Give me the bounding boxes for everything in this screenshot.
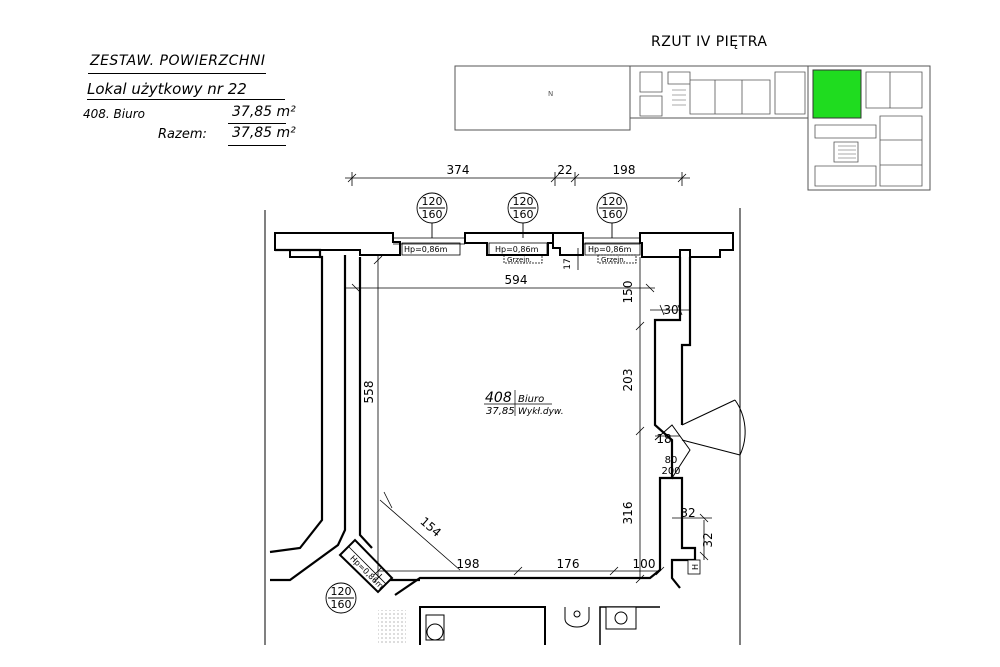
key-plan-wing-west <box>454 65 631 131</box>
dim-top-c: 198 <box>613 163 636 177</box>
window-2-bottom: 160 <box>513 208 534 221</box>
window-4-top: 120 <box>331 585 352 598</box>
window-2-top: 120 <box>513 195 534 208</box>
dim-bottom-c: 100 <box>633 557 656 571</box>
door <box>654 399 746 479</box>
total-label: Razem: <box>158 127 207 142</box>
dim-top-b: 22 <box>557 163 572 177</box>
dim-reveal-18: 18 <box>656 432 671 446</box>
unit-title: Lokal użytkowy nr 22 <box>87 80 247 98</box>
room-number: 408 <box>485 390 512 406</box>
dim-small-17: 17 <box>563 258 573 269</box>
heater-box-2 <box>503 254 543 264</box>
dimension-lines <box>345 172 712 584</box>
top-wall <box>274 232 734 258</box>
total-area-underline <box>228 145 286 146</box>
room-finish: Wykł.dyw. <box>518 407 564 417</box>
summary-title: ZESTAW. POWIERZCHNI <box>90 53 266 69</box>
summary-title-underline <box>88 73 266 74</box>
dim-top-a: 374 <box>447 163 470 177</box>
dim-bottom-b: 176 <box>557 557 580 571</box>
key-plan-wing-east <box>807 65 931 191</box>
room-name: Biuro <box>518 394 544 405</box>
room-walls <box>269 248 697 596</box>
heater-label-3: Grzejn. <box>601 256 626 264</box>
window-1-top: 120 <box>422 195 443 208</box>
dimension-labels: 374 22 198 594 558 150 203 316 30 18 198… <box>362 163 715 571</box>
heater-box-3 <box>597 254 637 264</box>
sill-label-3: Hp=0,86m <box>588 245 632 254</box>
door-height: 80 <box>665 455 678 466</box>
dim-column-32b: 32 <box>701 532 715 547</box>
sill-box-1 <box>401 242 461 256</box>
total-area: 37,85 m² <box>232 125 296 141</box>
door-width: 200 <box>661 466 680 477</box>
unit-title-underline <box>87 99 285 100</box>
sill-box-3 <box>584 242 641 256</box>
room-line-area: 37,85 m² <box>232 104 296 120</box>
hydrant-box <box>687 559 701 575</box>
dim-reveal-30: 30 <box>663 303 678 317</box>
room-area-underline <box>228 123 286 124</box>
dim-bottom-a: 198 <box>457 557 480 571</box>
room-line-name: 408. Biuro <box>83 107 145 121</box>
bathroom-fixtures <box>378 606 660 645</box>
key-plan-title: RZUT IV PIĘTRA <box>651 34 768 50</box>
key-plan-north-mark: N <box>548 90 553 98</box>
heater-label-2: Grzejn. <box>507 256 532 264</box>
room-label: 408 Biuro 37,85 Wykł.dyw. <box>484 390 564 417</box>
dim-right-a: 150 <box>621 281 635 304</box>
hydrant-label: H <box>691 564 700 570</box>
key-plan-highlighted-unit <box>812 69 862 119</box>
window-3-top: 120 <box>602 195 623 208</box>
window-3-bottom: 160 <box>602 208 623 221</box>
dim-column-32a: 32 <box>680 506 695 520</box>
window-4-bottom: 160 <box>331 598 352 611</box>
dim-right-b: 203 <box>621 369 635 392</box>
sill-label-2: Hp=0,86m <box>495 245 539 254</box>
diagonal-wall <box>338 538 394 594</box>
sill-label-1: Hp=0,86m <box>404 245 448 254</box>
key-plan: N <box>454 65 931 191</box>
room-area: 37,85 <box>486 406 515 417</box>
dim-left-height: 558 <box>362 381 376 404</box>
dim-inner-width: 594 <box>505 273 528 287</box>
window-1-bottom: 160 <box>422 208 443 221</box>
dim-right-c: 316 <box>621 502 635 525</box>
